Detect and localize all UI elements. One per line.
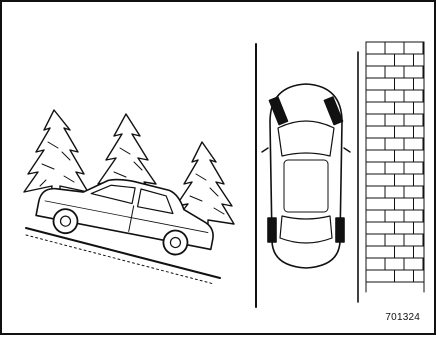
brick-rows xyxy=(366,42,424,282)
figure-code: 701324 xyxy=(385,312,420,323)
car-top-icon xyxy=(262,84,350,268)
overhead-scene xyxy=(256,42,424,307)
car-side-icon xyxy=(34,164,221,261)
slope-scene xyxy=(24,110,234,284)
